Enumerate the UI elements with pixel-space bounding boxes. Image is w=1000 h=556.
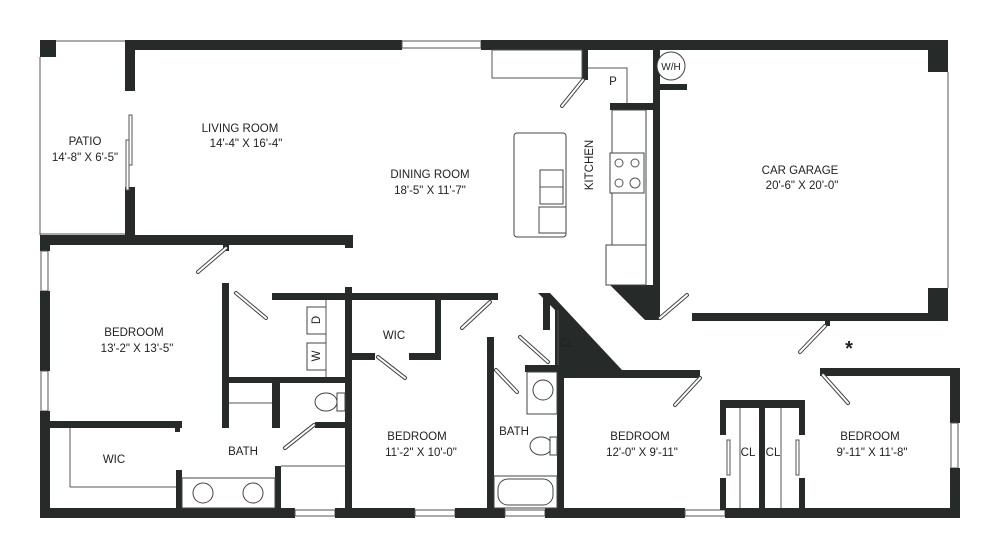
bedroom4-size: 9'-11" X 11'-8" bbox=[837, 447, 908, 459]
washer-label: W bbox=[311, 350, 323, 361]
kitchen-label: KITCHEN bbox=[584, 140, 596, 190]
bath-label: BATH bbox=[228, 446, 258, 458]
doors bbox=[196, 78, 850, 450]
door[interactable] bbox=[673, 376, 702, 407]
door[interactable] bbox=[560, 78, 585, 108]
toilet-icon bbox=[529, 436, 553, 456]
dishwasher bbox=[538, 206, 567, 234]
bedroom2-size: 11'-2" X 10'-0" bbox=[385, 447, 457, 459]
patio-label: PATIO bbox=[69, 136, 102, 148]
toilet-icon bbox=[314, 392, 338, 412]
stove-icon bbox=[609, 152, 645, 194]
asterisk-marker: * bbox=[845, 338, 853, 360]
sink-icon bbox=[532, 379, 554, 401]
door[interactable] bbox=[658, 293, 689, 320]
closet-label: CL bbox=[560, 338, 575, 350]
living-room-label: LIVING ROOM bbox=[202, 123, 279, 135]
living-room-size: 14'-4" X 16'-4" bbox=[210, 138, 283, 150]
door[interactable] bbox=[283, 423, 316, 450]
garage-label: CAR GARAGE bbox=[762, 165, 839, 177]
dining-room-size: 18'-5" X 11'-7" bbox=[394, 185, 466, 197]
closet-label: CL bbox=[766, 447, 781, 459]
bedroom1-size: 13'-2" X 13'-5" bbox=[101, 343, 174, 355]
door[interactable] bbox=[376, 355, 407, 380]
bedroom3-size: 12'-0" X 9'-11" bbox=[606, 447, 678, 459]
fixtures bbox=[181, 49, 686, 509]
door[interactable] bbox=[798, 324, 827, 354]
walls bbox=[39, 40, 960, 518]
door[interactable] bbox=[518, 335, 550, 364]
refrigerator bbox=[605, 244, 647, 286]
door[interactable] bbox=[494, 368, 519, 394]
door[interactable] bbox=[460, 300, 492, 330]
dining-room-label: DINING ROOM bbox=[390, 169, 469, 181]
bedroom2-label: BEDROOM bbox=[387, 431, 446, 443]
patio-size: 14'-8" X 6'-5" bbox=[52, 152, 118, 164]
dryer-label: D bbox=[311, 316, 323, 324]
wic-label: WIC bbox=[103, 454, 125, 466]
door[interactable] bbox=[234, 291, 268, 320]
bedroom1-label: BEDROOM bbox=[104, 327, 163, 339]
bath2-label: BATH bbox=[499, 426, 529, 438]
water-heater-icon bbox=[656, 51, 686, 81]
wic-label: WIC bbox=[383, 330, 405, 342]
bedroom4-label: BEDROOM bbox=[840, 431, 899, 443]
sink-icon bbox=[192, 482, 214, 504]
water-heater-label: W/H bbox=[661, 62, 680, 73]
bedroom3-label: BEDROOM bbox=[610, 431, 669, 443]
closet-label: CL bbox=[741, 447, 756, 459]
sink-icon bbox=[242, 482, 264, 504]
garage-size: 20'-6" X 20'-0" bbox=[766, 180, 839, 192]
door[interactable] bbox=[821, 373, 850, 405]
door[interactable] bbox=[196, 246, 228, 274]
labels: PATIO 14'-8" X 6'-5" LIVING ROOM 14'-4" … bbox=[52, 62, 908, 466]
pantry-label: P bbox=[609, 76, 617, 88]
